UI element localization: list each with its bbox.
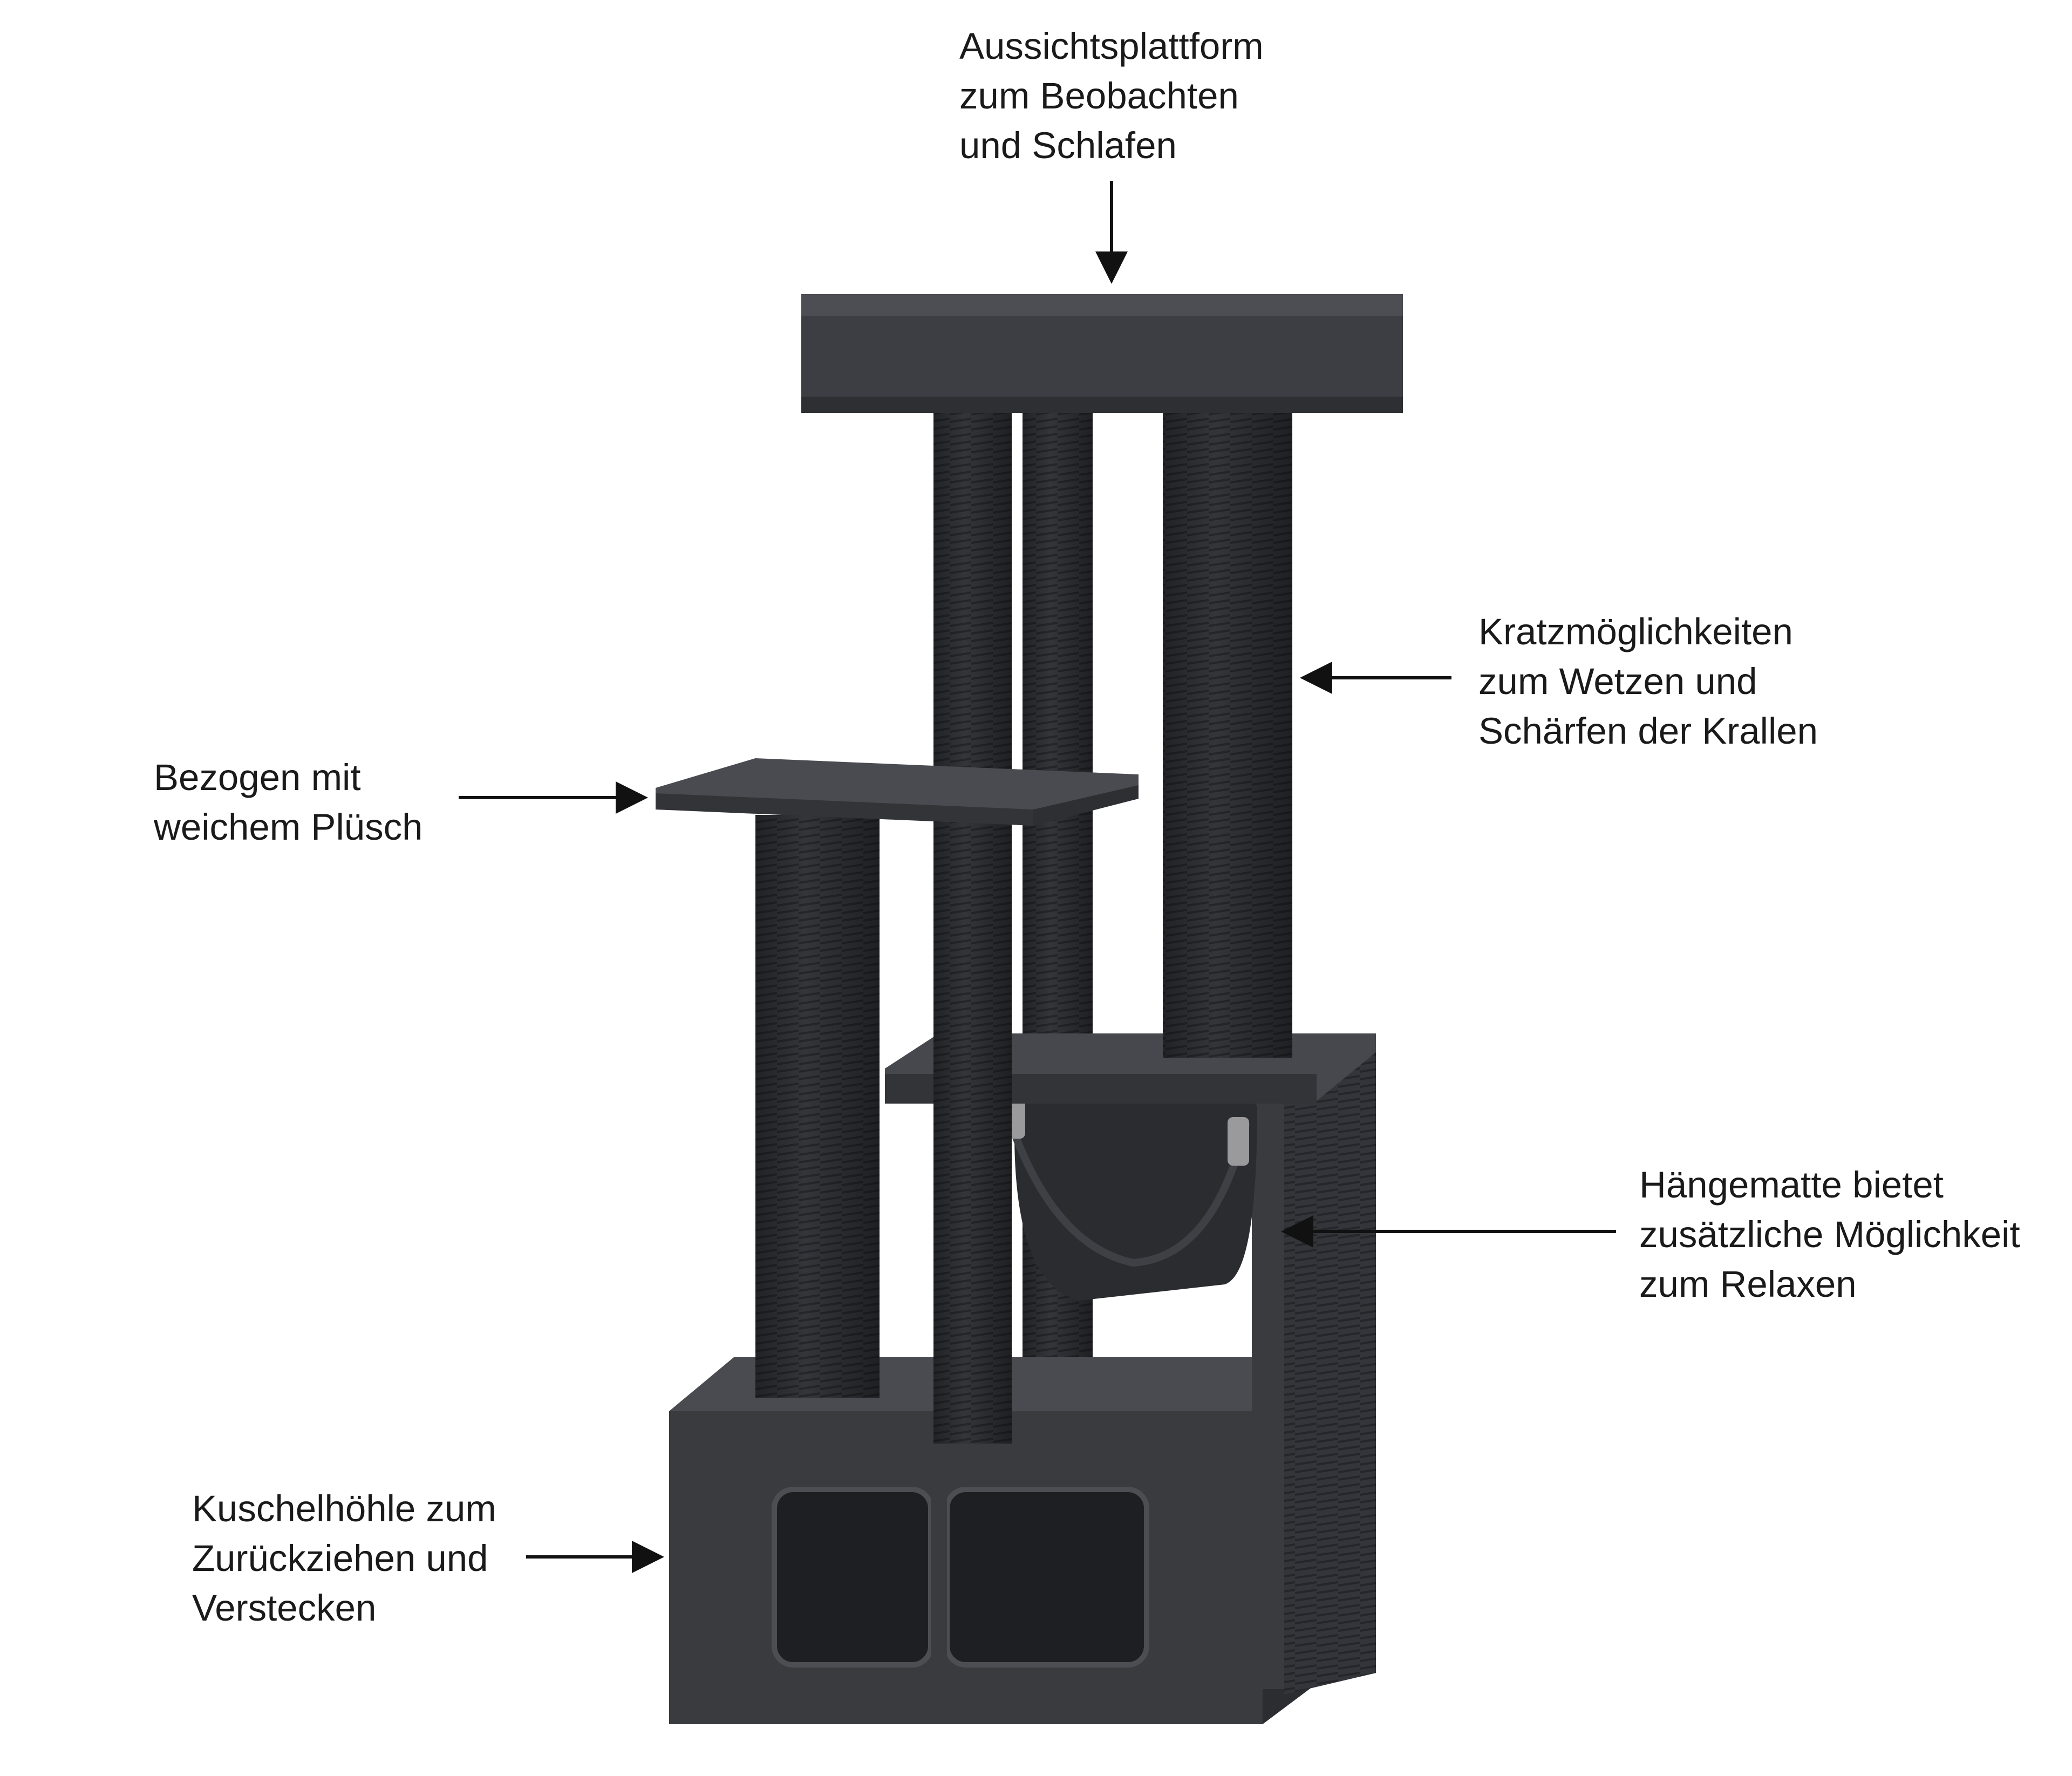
annotation-line: zum Wetzen und: [1478, 661, 1757, 702]
cave-opening-right: [944, 1487, 1149, 1668]
annotation-line: Kratzmöglichkeiten: [1478, 611, 1793, 652]
annotation-top-platform: Aussichtsplattform zum Beobachten und Sc…: [959, 22, 1264, 171]
annotation-line: und Schlafen: [959, 125, 1177, 166]
hammock-clip-right: [1228, 1117, 1249, 1166]
annotation-line: Hängematte bietet: [1639, 1164, 1944, 1206]
annotation-line: zusätzliche Möglichkeit: [1639, 1214, 2020, 1255]
cave-opening-left: [772, 1487, 933, 1668]
annotation-line: Kuschelhöhle zum: [192, 1488, 496, 1529]
annotation-cuddle-cave: Kuschelhöhle zum Zurückziehen und Verste…: [192, 1484, 496, 1633]
annotation-plush-cover: Bezogen mit weichem Plüsch: [154, 753, 423, 852]
annotation-line: Verstecken: [192, 1587, 377, 1629]
top-platform: [801, 294, 1403, 413]
annotation-line: Aussichtsplattform: [959, 25, 1264, 67]
annotation-line: Schärfen der Krallen: [1478, 710, 1818, 752]
back-sisal-post: [1023, 402, 1093, 1438]
middle-platform: [656, 758, 1139, 826]
right-sisal-post: [1163, 410, 1292, 1058]
annotation-line: weichem Plüsch: [154, 806, 423, 848]
annotation-scratch-posts: Kratzmöglichkeiten zum Wetzen und Schärf…: [1478, 607, 1818, 756]
annotation-line: Bezogen mit: [154, 757, 361, 798]
annotation-hammock: Hängematte bietet zusätzliche Möglichkei…: [1639, 1160, 2020, 1309]
annotation-line: Zurückziehen und: [192, 1537, 488, 1579]
left-sisal-post: [755, 815, 880, 1398]
annotation-line: zum Relaxen: [1639, 1263, 1857, 1305]
hammock: [1001, 1085, 1257, 1301]
front-center-sisal-post: [933, 413, 1012, 1444]
hammock-frame-box: [1252, 1047, 1376, 1695]
annotation-line: zum Beobachten: [959, 75, 1239, 117]
